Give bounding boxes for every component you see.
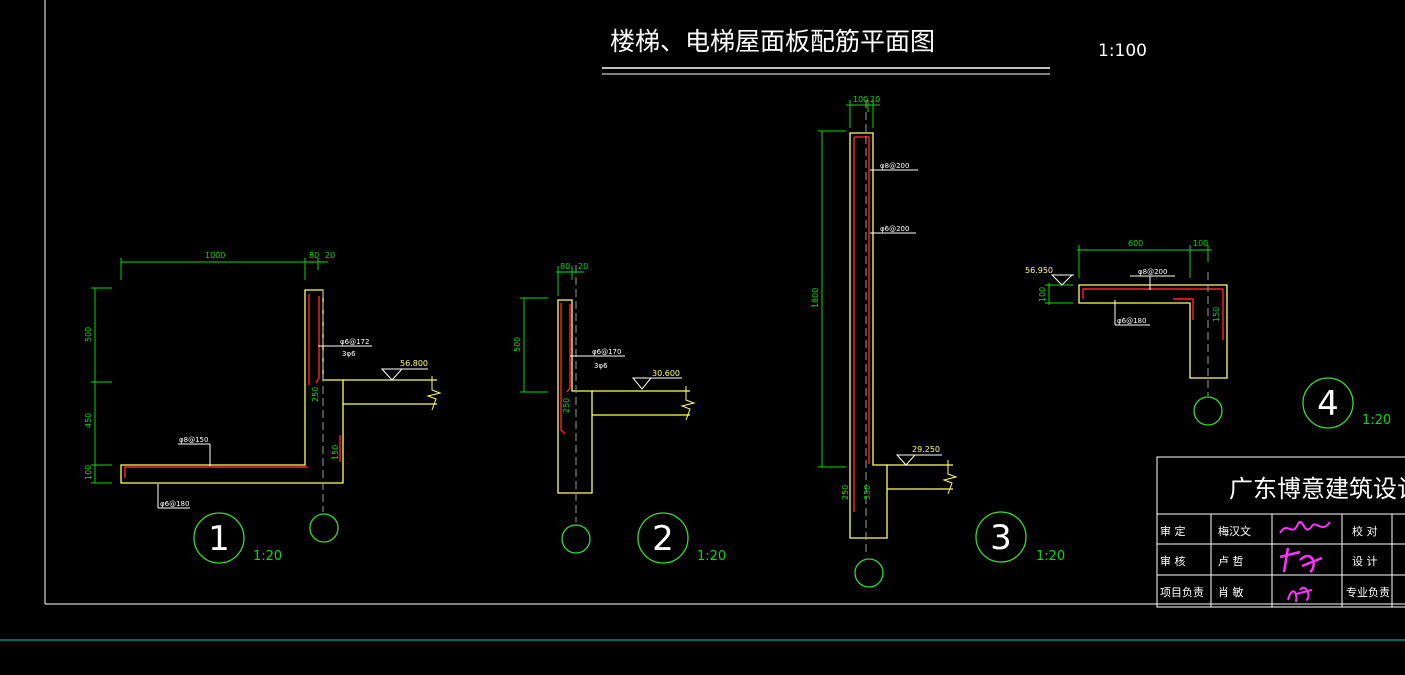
dim-label: 350 [863, 485, 872, 500]
role-label: 审 定 [1160, 524, 1186, 538]
rebar-label: φ6@172 [340, 338, 369, 346]
detail-scale: 1:20 [253, 549, 282, 564]
axis-bubble [854, 558, 884, 588]
elevation-label: 56.800 [400, 359, 428, 368]
detail-bubble [975, 511, 1027, 563]
drawing-scale: 1:100 [1098, 41, 1147, 61]
dim-label: 80 [309, 251, 319, 260]
dim-label: 500 [513, 337, 522, 352]
rebar-label: φ6@200 [880, 225, 909, 233]
rebar-label: 3φ6 [342, 350, 356, 358]
detail-1: 1000 80 20 500 450 100 250 150 φ8@150 φ6… [84, 251, 442, 564]
title-block: 广东博意建筑设计院有 审 定 梅汉文 校 对 审 核 卢 哲 设 计 项目负责 … [1156, 456, 1405, 608]
dim-label: 450 [84, 413, 93, 428]
dim-label: 150 [1212, 307, 1221, 322]
detail-bubble [193, 512, 245, 564]
dim-label: 150 [331, 445, 340, 460]
role-label: 项目负责 [1160, 585, 1204, 599]
person-name: 肖 敏 [1218, 585, 1244, 599]
dim-label: 20 [325, 251, 335, 260]
person-name: 卢 哲 [1218, 555, 1244, 568]
detail-2: 80 20 500 250 φ6@170 3φ6 30.600 2 1:20 [513, 262, 726, 564]
detail-scale: 1:20 [1036, 549, 1065, 564]
elevation-label: 56.950 [1025, 266, 1053, 275]
elevation-marker [895, 454, 917, 466]
signature-mark [1279, 547, 1323, 573]
role-label: 设 计 [1352, 555, 1378, 568]
dim-label: 100 [1193, 239, 1208, 248]
dim-label: 100 [853, 95, 868, 104]
dim-label: 100 [84, 465, 93, 480]
elevation-marker [380, 368, 404, 381]
concrete-section [557, 299, 593, 494]
dim-label: 600 [1128, 239, 1143, 248]
dim-label: 250 [311, 387, 320, 402]
company-name: 广东博意建筑设计院有 [1229, 475, 1405, 503]
elevation-label: 30.600 [652, 369, 680, 378]
detail-number: 3 [990, 518, 1012, 558]
dim-label: 250 [562, 398, 571, 413]
axis-bubble [309, 513, 339, 543]
elevation-marker [1050, 274, 1074, 286]
dim-label: 1000 [205, 251, 225, 260]
person-name: 梅汉文 [1218, 524, 1251, 538]
elevation-marker [631, 377, 653, 390]
detail-4: 600 100 100 150 φ8@200 φ6@180 56.950 4 1… [1025, 239, 1391, 429]
detail-3: 100 20 1800 250 350 φ8@200 φ6@200 29.250… [811, 95, 1065, 588]
rebar-label: φ6@170 [592, 348, 621, 356]
rebar-label: 3φ6 [594, 362, 608, 370]
rebar-label: φ6@180 [1117, 317, 1146, 325]
dim-label: 1800 [811, 288, 820, 308]
rebar-bottom [124, 466, 307, 478]
drawing-title-text: 楼梯、电梯屋面板配筋平面图 [610, 27, 935, 56]
dim-label: 20 [870, 95, 880, 104]
dim-label: 500 [84, 327, 93, 342]
detail-scale: 1:20 [1362, 413, 1391, 428]
rebar-label: φ8@200 [880, 162, 909, 170]
detail-bubble [637, 512, 689, 564]
role-label: 审 核 [1160, 554, 1186, 568]
axis-bubble [1193, 396, 1223, 426]
detail-number: 4 [1317, 384, 1339, 424]
dim-label: 20 [578, 262, 588, 271]
concrete-section [1078, 284, 1228, 379]
rebar-label: φ6@180 [160, 500, 189, 508]
drawing-title: 楼梯、电梯屋面板配筋平面图 1:100 [602, 27, 1147, 75]
detail-number: 2 [652, 519, 674, 559]
concrete-section [120, 289, 344, 484]
elevation-label: 29.250 [912, 445, 940, 454]
signature-mark [1287, 586, 1313, 603]
detail-number: 1 [208, 519, 230, 559]
dim-label: 250 [841, 485, 850, 500]
role-label: 校 对 [1352, 524, 1378, 538]
detail-bubble [1302, 377, 1354, 429]
dim-label: 80 [560, 262, 570, 271]
signature-mark [1279, 520, 1331, 534]
drawing-frame [0, 0, 1405, 641]
rebar-label: φ8@200 [1138, 268, 1167, 276]
dim-label: 100 [1038, 287, 1047, 302]
rebar-top [1082, 288, 1224, 340]
detail-scale: 1:20 [697, 549, 726, 564]
role-label: 专业负责 [1346, 585, 1390, 599]
axis-bubble [561, 524, 591, 554]
rebar-label: φ8@150 [179, 436, 208, 444]
